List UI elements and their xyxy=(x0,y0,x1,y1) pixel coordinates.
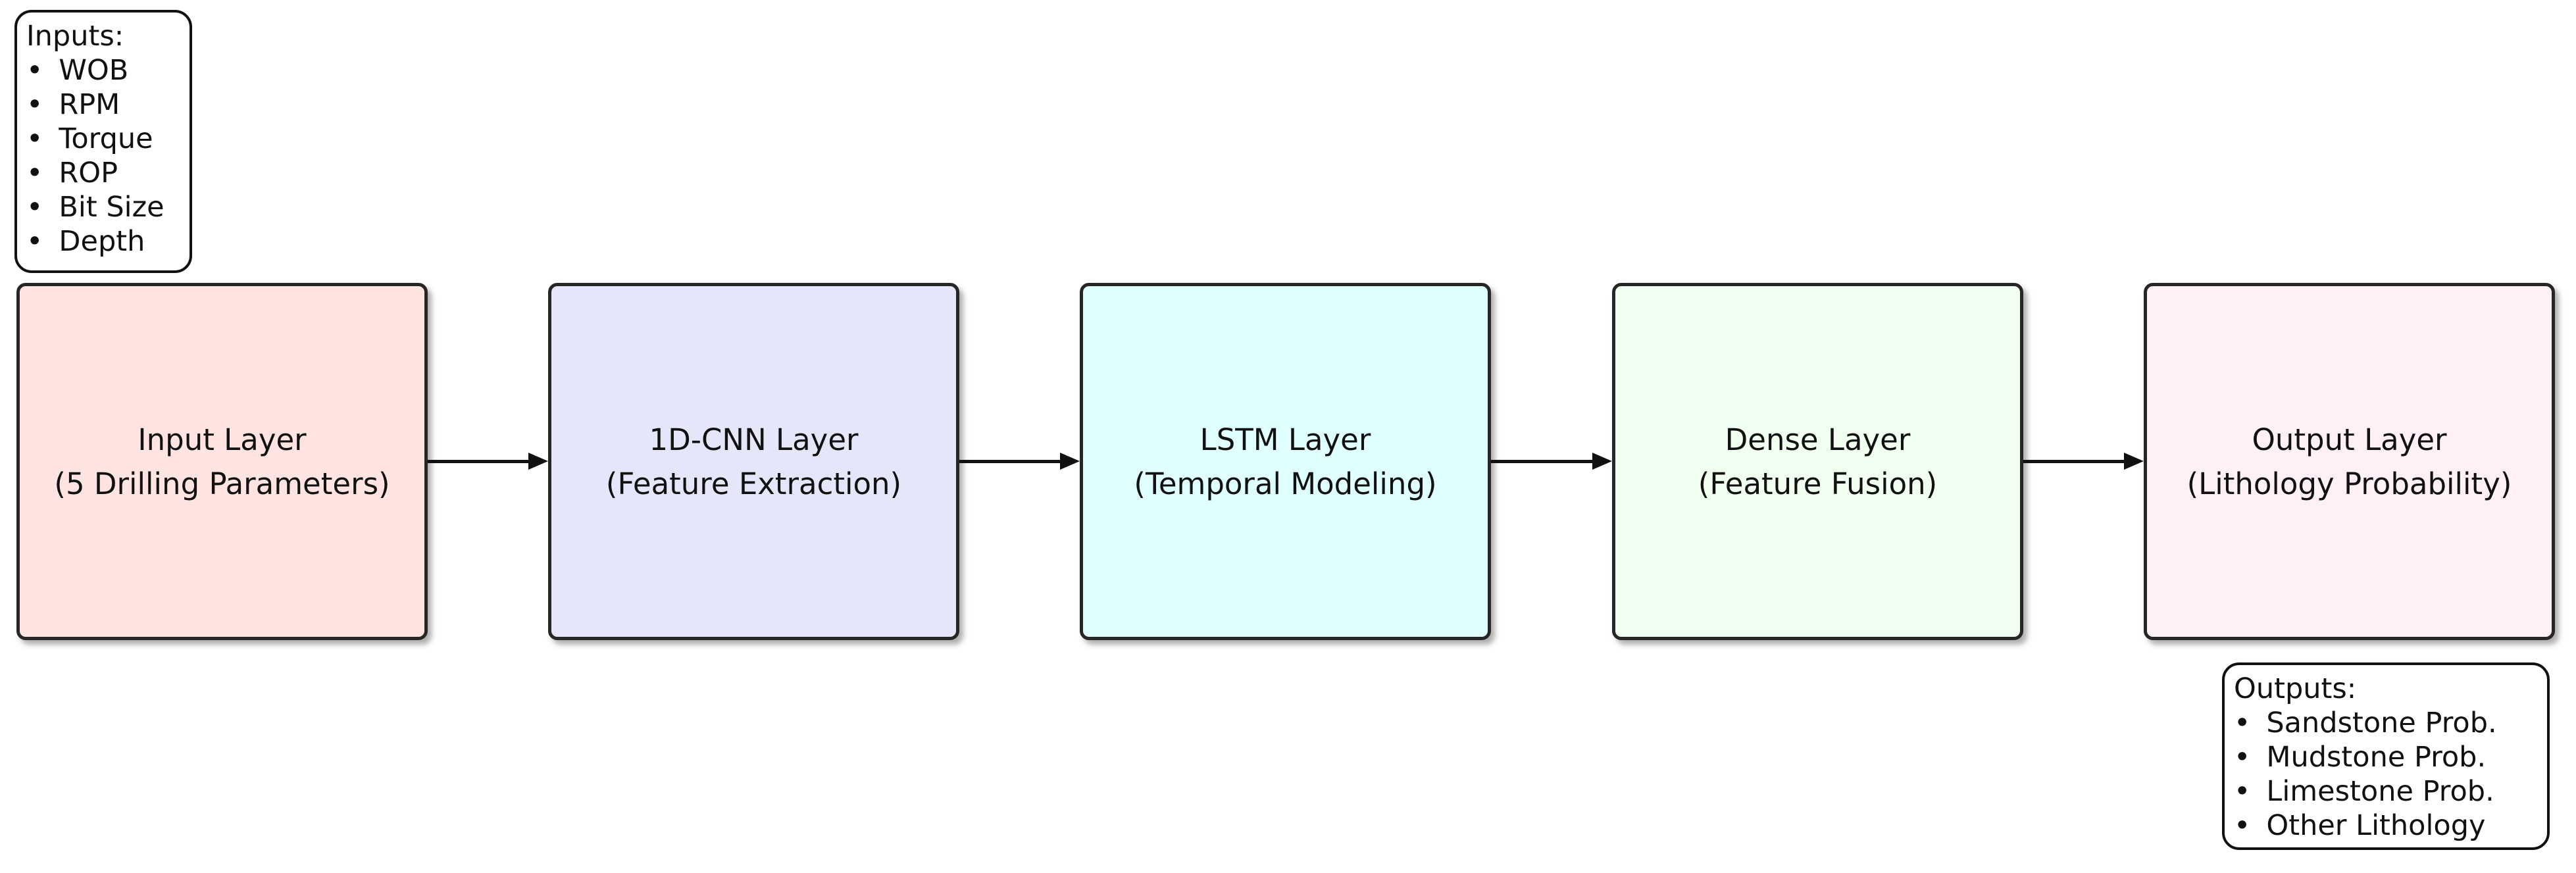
outputs-note-title: Outputs: xyxy=(2234,672,2357,705)
stage-subtitle: (Temporal Modeling) xyxy=(1134,466,1437,501)
outputs-note-box: Outputs: Sandstone Prob. Mudstone Prob. … xyxy=(2222,662,2550,850)
list-item: ROP xyxy=(26,156,180,190)
flow-arrow-input-to-cnn xyxy=(428,452,548,470)
inputs-list: WOB RPM Torque ROP Bit Size Depth xyxy=(26,53,180,259)
stage-subtitle: (Feature Fusion) xyxy=(1698,466,1938,501)
stage-subtitle: (Feature Extraction) xyxy=(605,466,902,501)
stage-input-layer: Input Layer (5 Drilling Parameters) xyxy=(16,283,428,640)
stage-subtitle: (Lithology Probability) xyxy=(2186,466,2512,501)
outputs-list: Sandstone Prob. Mudstone Prob. Limestone… xyxy=(2234,706,2538,843)
flow-arrow-cnn-to-lstm xyxy=(959,452,1080,470)
list-item: Mudstone Prob. xyxy=(2234,740,2538,774)
arrow-shaft xyxy=(959,459,1060,463)
flow-arrow-lstm-to-dense xyxy=(1491,452,1612,470)
arrow-head-icon xyxy=(2124,453,2144,470)
list-item: Sandstone Prob. xyxy=(2234,706,2538,740)
list-item: Torque xyxy=(26,122,180,156)
arrow-head-icon xyxy=(1060,453,1080,470)
arrow-head-icon xyxy=(1592,453,1612,470)
inputs-note-title: Inputs: xyxy=(26,20,124,53)
stage-cnn-layer: 1D-CNN Layer (Feature Extraction) xyxy=(548,283,959,640)
stage-title: Input Layer xyxy=(138,422,307,457)
stage-subtitle: (5 Drilling Parameters) xyxy=(54,466,390,501)
arrow-shaft xyxy=(2023,459,2124,463)
list-item: WOB xyxy=(26,53,180,87)
stage-lstm-layer: LSTM Layer (Temporal Modeling) xyxy=(1080,283,1491,640)
list-item: Other Lithology xyxy=(2234,809,2538,843)
list-item: Limestone Prob. xyxy=(2234,774,2538,809)
stage-title: Output Layer xyxy=(2252,422,2447,457)
list-item: Bit Size xyxy=(26,190,180,224)
stage-title: Dense Layer xyxy=(1725,422,1911,457)
stage-title: LSTM Layer xyxy=(1200,422,1371,457)
arrow-head-icon xyxy=(528,453,548,470)
list-item: RPM xyxy=(26,87,180,122)
stage-output-layer: Output Layer (Lithology Probability) xyxy=(2144,283,2555,640)
stage-dense-layer: Dense Layer (Feature Fusion) xyxy=(1612,283,2023,640)
inputs-note-box: Inputs: WOB RPM Torque ROP Bit Size Dept… xyxy=(14,10,192,273)
arrow-shaft xyxy=(1491,459,1592,463)
flow-arrow-dense-to-output xyxy=(2023,452,2144,470)
stage-title: 1D-CNN Layer xyxy=(649,422,859,457)
arrow-shaft xyxy=(428,459,528,463)
list-item: Depth xyxy=(26,224,180,259)
